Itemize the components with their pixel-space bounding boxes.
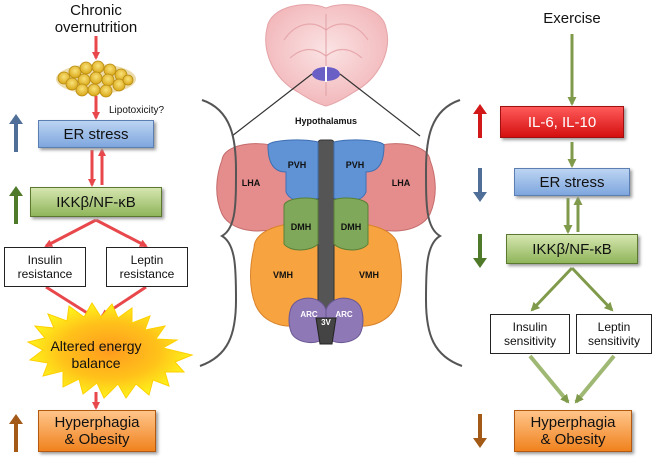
fat-cells-icon <box>56 60 136 98</box>
down-arrow-icon <box>473 414 487 448</box>
arrow-insulin-to-energy <box>45 285 94 318</box>
region-lha-left: LHA <box>241 178 261 188</box>
left-ikk-label: IKKβ/NF-κB <box>56 193 136 211</box>
left-ikk-box: IKKβ/NF-κB <box>30 187 162 217</box>
down-arrow-icon <box>473 168 487 202</box>
region-dmh-right: DMH <box>340 222 362 232</box>
bracket-left <box>199 99 238 367</box>
region-arc-left: ARC <box>300 310 318 319</box>
bracket-right <box>424 99 463 367</box>
right-er-stress-box: ER stress <box>514 168 630 196</box>
region-3v: 3V <box>321 318 331 327</box>
leptin-sensitivity-line1: Leptin <box>597 320 631 334</box>
left-indicators <box>9 114 23 452</box>
insulin-resistance-line2: resistance <box>17 267 73 281</box>
leptin-resistance-line1: Leptin <box>130 253 164 267</box>
left-er-stress-box: ER stress <box>38 120 154 148</box>
up-arrow-icon <box>9 414 23 452</box>
leptin-resistance-line2: resistance <box>119 267 175 281</box>
insulin-resistance-line1: Insulin <box>27 253 63 267</box>
region-pvh-left: PVH <box>287 160 307 170</box>
lipotoxicity-label: Lipotoxicity? <box>109 105 165 116</box>
region-vmh-right: VMH <box>359 270 379 280</box>
right-indicators <box>473 104 487 448</box>
right-arrows <box>528 34 616 404</box>
insulin-sensitivity-line2: sensitivity <box>503 334 556 348</box>
region-pvh-right: PVH <box>345 160 365 170</box>
left-outcome-line2: & Obesity <box>64 431 130 448</box>
left-arrows <box>44 36 148 410</box>
right-outcome-line2: & Obesity <box>540 431 606 448</box>
arrow-insulin-to-outcome <box>528 354 570 404</box>
left-title-line1: Chronic <box>70 2 122 19</box>
altered-energy-line1: Altered energy <box>50 338 142 354</box>
right-ikk-box: IKKβ/NF-κB <box>506 234 638 264</box>
arrow-ikk-to-leptin <box>95 218 148 248</box>
left-title: Chronic overnutrition <box>46 2 146 36</box>
up-arrow-icon <box>9 186 23 224</box>
region-arc-right: ARC <box>335 310 353 319</box>
arrow-leptin-to-outcome <box>574 354 616 404</box>
insulin-resistance-box: Insulin resistance <box>4 247 86 287</box>
left-title-line2: overnutrition <box>54 19 138 36</box>
zoom-line-left <box>231 73 313 137</box>
leptin-sensitivity-box: Leptin sensitivity <box>576 314 652 354</box>
right-ikk-label: IKKβ/NF-κB <box>532 240 612 258</box>
arrow-ikk-to-insulin <box>44 218 97 248</box>
up-arrow-icon <box>473 104 487 138</box>
arrow-ikk-to-leptin <box>570 266 614 312</box>
right-er-stress-label: ER stress <box>539 173 605 191</box>
energy-burst-shape <box>26 302 194 399</box>
altered-energy-label: Altered energy balance <box>36 338 156 372</box>
up-arrow-icon <box>9 114 23 152</box>
region-lha-right: LHA <box>391 178 411 188</box>
right-title: Exercise <box>543 10 601 27</box>
cytokines-box: IL-6, IL-10 <box>500 106 624 138</box>
left-outcome-line1: Hyperphagia <box>54 414 140 431</box>
left-er-stress-label: ER stress <box>63 125 129 143</box>
right-outcome-line1: Hyperphagia <box>530 414 616 431</box>
leptin-sensitivity-line2: sensitivity <box>587 334 640 348</box>
arrow-ikk-to-insulin <box>530 266 574 312</box>
cytokines-label: IL-6, IL-10 <box>527 113 597 131</box>
right-outcome-box: Hyperphagia & Obesity <box>514 410 632 452</box>
region-vmh-left: VMH <box>273 270 293 280</box>
insulin-sensitivity-line1: Insulin <box>512 320 548 334</box>
brain-section-icon <box>265 4 388 107</box>
altered-energy-line2: balance <box>71 355 121 371</box>
left-outcome-box: Hyperphagia & Obesity <box>38 410 156 452</box>
leptin-resistance-box: Leptin resistance <box>106 247 188 287</box>
zoom-line-right <box>339 73 421 137</box>
insulin-sensitivity-box: Insulin sensitivity <box>490 314 570 354</box>
hypothalamus-title: Hypothalamus <box>294 116 357 126</box>
region-dmh-left: DMH <box>290 222 312 232</box>
down-arrow-icon <box>473 234 487 268</box>
hypothalamus-model <box>216 139 436 345</box>
